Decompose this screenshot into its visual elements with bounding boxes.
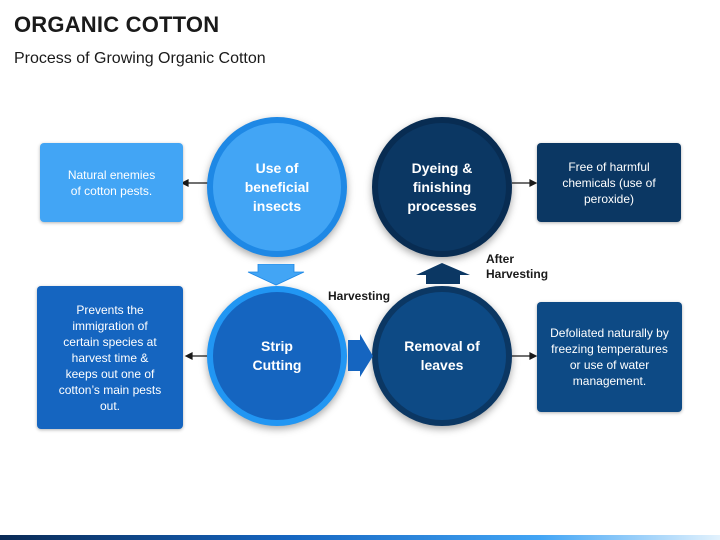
page-title: ORGANIC COTTON (14, 12, 220, 37)
arrow-right-icon (348, 334, 373, 377)
dyeing-finishing-circle: Dyeing & finishing processes (372, 117, 512, 257)
defoliated-box: Defoliated naturally by freezing tempera… (537, 302, 682, 412)
free-harmful-box: Free of harmful chemicals (use of peroxi… (537, 143, 681, 222)
natural-enemies-box: Natural enemies of cotton pests. (40, 143, 183, 222)
arrow-down-icon (247, 264, 305, 286)
after-harvesting-label: After Harvesting (486, 252, 549, 281)
prevents-immigration-box: Prevents the immigration of certain spec… (37, 286, 183, 429)
arrowhead-right-icon (529, 352, 538, 360)
arrowhead-right-icon (529, 179, 538, 187)
strip-cutting-label: Strip Cutting (252, 338, 302, 373)
natural-enemies-text: Natural enemies of cotton pests. (67, 167, 156, 198)
beneficial-insects-label: Use of beneficial insects (244, 159, 310, 214)
arrowhead-left-icon (184, 352, 193, 360)
defoliated-text: Defoliated naturally by freezing tempera… (550, 326, 669, 388)
footer-bar (0, 535, 720, 540)
removal-leaves-circle: Removal of leaves (372, 286, 512, 426)
strip-cutting-circle: Strip Cutting (207, 286, 347, 426)
dyeing-finishing-label: Dyeing & finishing processes (407, 159, 477, 214)
prevents-immigration-text: Prevents the immigration of certain spec… (58, 302, 162, 413)
beneficial-insects-circle: Use of beneficial insects (207, 117, 347, 257)
arrow-up-icon (416, 263, 470, 284)
removal-leaves-label: Removal of leaves (404, 338, 480, 373)
arrowhead-left-icon (180, 179, 189, 187)
harvesting-label: Harvesting (328, 289, 391, 303)
page-subtitle: Process of Growing Organic Cotton (14, 50, 266, 67)
free-harmful-text: Free of harmful chemicals (use of peroxi… (562, 159, 656, 206)
